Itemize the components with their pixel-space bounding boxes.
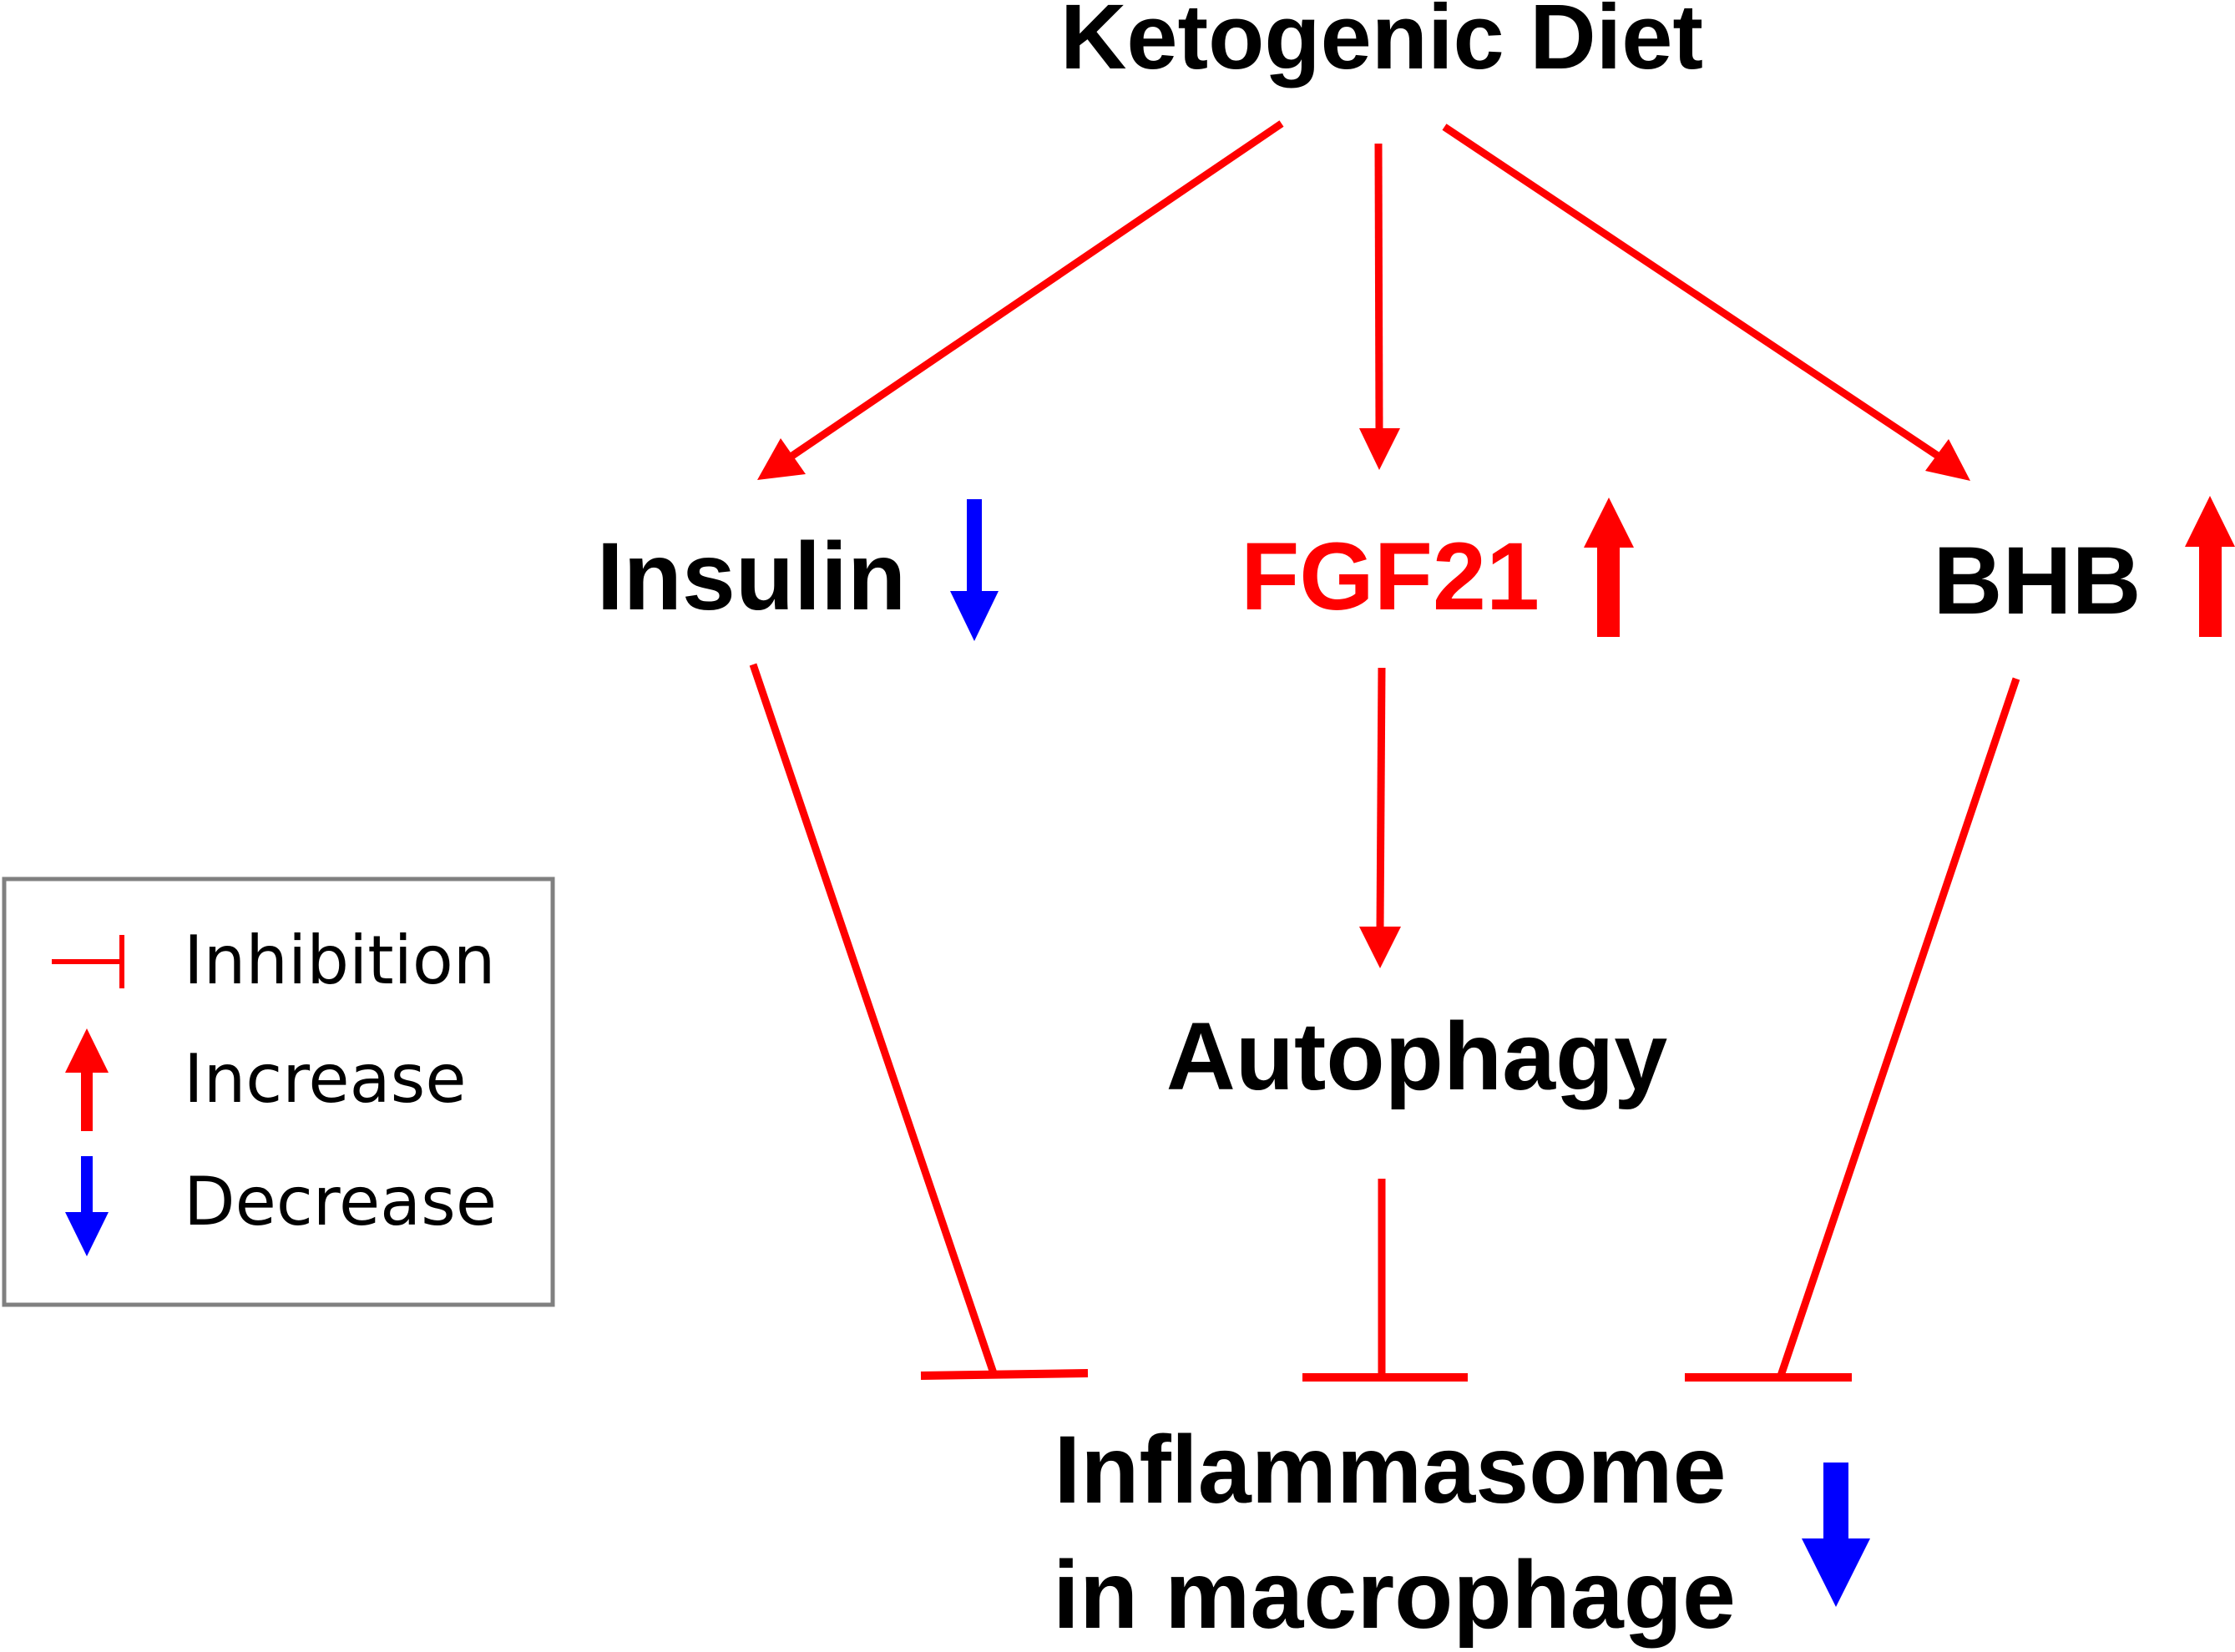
edge-autophagy-inhibits-inflammasome [1302,1179,1468,1382]
edge-insulin-inhibits-inflammasome [749,663,1089,1380]
node-insulin: Insulin [597,523,907,630]
decrease-arrow-icon [1802,1463,1870,1607]
decrease-legend-icon [65,1156,109,1256]
node-bhb: BHB [1933,528,2141,634]
node-inflammasome-line1: Inflammasome [1054,1417,1726,1523]
inhibition-legend-icon [52,935,124,988]
edge-diet-to-bhb [1442,124,1970,481]
edge-fgf21-to-autophagy [1359,667,1401,968]
legend-label-inhibition: Inhibition [184,922,495,999]
edge-bhb-inhibits-inflammasome [1685,677,2020,1382]
edge-diet-to-fgf21 [1359,143,1400,470]
legend: Inhibition Increase Decrease [2,877,555,1307]
legend-label-increase: Increase [184,1040,467,1118]
node-fgf21: FGF21 [1241,523,1540,630]
increase-legend-icon [65,1028,109,1131]
increase-arrow-icon [1584,498,1634,637]
node-inflammasome-line2: in macrophage [1053,1542,1736,1649]
decrease-arrow-icon [950,499,999,641]
node-ketogenic-diet: Ketogenic Diet [1060,0,1703,88]
node-autophagy: Autophagy [1166,1003,1668,1110]
legend-label-decrease: Decrease [184,1163,497,1240]
increase-arrow-icon [2185,496,2235,637]
edge-diet-to-insulin [757,120,1284,480]
